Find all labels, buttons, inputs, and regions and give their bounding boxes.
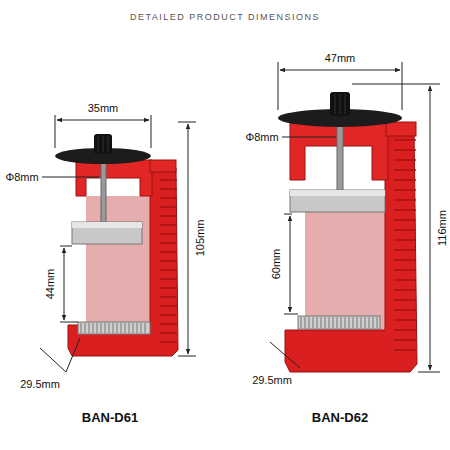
dimension-label: 29.5mm (19, 378, 61, 390)
model-name: BAN-D61 (81, 411, 139, 425)
dimension-label: 29.5mm (251, 374, 293, 386)
dimension-label: Φ8mm (4, 171, 39, 183)
dimension-label: 60mm (270, 248, 282, 281)
dimension-lines-d61 (40, 115, 196, 372)
dimension-label: 47mm (324, 52, 357, 64)
page-title: DETAILED PRODUCT DIMENSIONS (130, 13, 320, 23)
dimension-label: 116mm (436, 209, 448, 247)
dimension-label: Φ8mm (244, 131, 279, 143)
dimension-label: 44mm (44, 268, 56, 301)
model-name: BAN-D62 (311, 411, 369, 425)
dimension-label: 105mm (194, 219, 206, 258)
dimension-lines-d62 (270, 62, 440, 372)
clamp-d61 (55, 134, 178, 356)
dimension-label: 35mm (87, 102, 120, 114)
clamp-d62 (278, 92, 417, 372)
